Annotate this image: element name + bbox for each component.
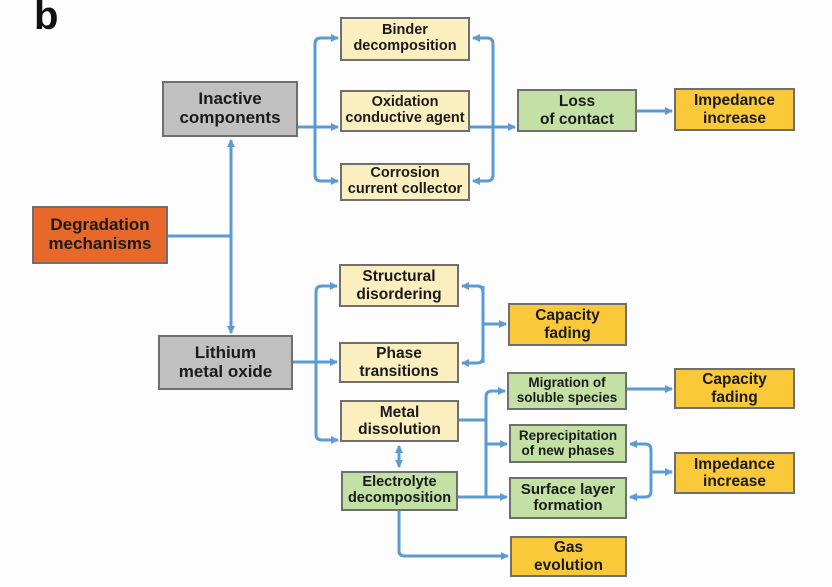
node-label-line2: metal oxide (178, 361, 273, 381)
node-label-line1: Impedance (694, 455, 775, 473)
connector-lithium-metal (314, 362, 339, 444)
node-label-line1: Capacity (535, 307, 600, 325)
node-phase-transitions: Phase transitions (339, 342, 459, 383)
connector-reprecipitation-arrow (629, 440, 653, 451)
node-structural-disordering: Structural disordering (339, 264, 459, 307)
node-label-line1: Capacity (702, 371, 767, 389)
connector-to-migration (484, 387, 506, 398)
node-label-line1: Structural (362, 268, 436, 286)
node-impedance-increase-bottom: Impedance increase (674, 452, 795, 494)
node-label-line1: Binder (382, 22, 428, 39)
connector-surface-arrow (629, 490, 653, 501)
connector-inactive-binder (313, 34, 339, 127)
node-label-line1: Loss (558, 93, 596, 111)
panel-label: b (34, 0, 59, 38)
node-surface-layer-formation: Surface layer formation (509, 477, 627, 519)
node-label-line2: increase (703, 109, 766, 127)
node-label-line1: Reprecipitation (518, 427, 618, 443)
node-label-line2: components (179, 108, 281, 127)
node-label-line1: Gas (553, 539, 584, 557)
node-label-line1: Lithium (194, 342, 257, 362)
node-metal-dissolution: Metal dissolution (340, 400, 459, 442)
connector-corrosion-loss (472, 127, 495, 185)
node-label-line1: Inactive (198, 89, 262, 109)
node-label-line2: decomposition (347, 490, 452, 506)
node-label-line2: decomposition (353, 38, 457, 54)
node-label-line1: Phase (376, 345, 422, 363)
node-reprecipitation-new-phases: Reprecipitation of new phases (509, 424, 627, 463)
node-capacity-fading-right: Capacity fading (674, 368, 795, 409)
node-label-line1: Impedance (694, 92, 775, 110)
node-lithium-metal-oxide: Lithium metal oxide (158, 335, 293, 390)
node-label-line1: Metal (379, 403, 420, 421)
connector-inactive-corrosion (313, 127, 339, 185)
node-electrolyte-decomposition: Electrolyte decomposition (341, 471, 458, 511)
node-label-line2: of new phases (521, 442, 615, 458)
connector-structural-arrow (461, 282, 485, 293)
node-label-line2: fading (711, 388, 758, 406)
node-label-line2: evolution (534, 556, 603, 574)
node-label-line2: disordering (356, 285, 442, 303)
node-label-line2: increase (703, 473, 766, 490)
connector-electrolyte-gas (397, 511, 509, 560)
node-label-line1: Electrolyte (362, 474, 437, 491)
node-label-line1: Degradation (50, 215, 150, 235)
node-oxidation-conductive-agent: Oxidation conductive agent (340, 90, 470, 132)
node-label-line2: of contact (539, 110, 615, 128)
node-label-line2: formation (533, 497, 603, 514)
connector-binder-loss (472, 34, 495, 127)
node-label-line2: fading (544, 324, 591, 342)
node-degradation-mechanisms: Degradation mechanisms (32, 206, 168, 264)
connector-phase-arrow (461, 356, 485, 367)
node-label-line2: soluble species (516, 390, 618, 405)
node-label-line2: dissolution (358, 421, 441, 438)
node-label-line1: Oxidation (371, 94, 439, 111)
node-corrosion-current-collector: Corrosion current collector (340, 163, 470, 201)
node-label-line2: transitions (359, 362, 439, 380)
node-label-line1: Corrosion (370, 165, 440, 182)
node-migration-soluble-species: Migration of soluble species (507, 372, 627, 410)
node-label-line1: Migration of (528, 375, 606, 391)
node-binder-decomposition: Binder decomposition (340, 17, 470, 61)
connector-lithium-structural (314, 282, 338, 362)
node-label-line2: conductive agent (345, 110, 465, 126)
node-capacity-fading-mid: Capacity fading (508, 303, 627, 346)
node-gas-evolution: Gas evolution (510, 536, 627, 577)
node-label-line1: Surface layer (520, 480, 616, 498)
node-label-line2: mechanisms (48, 234, 152, 253)
node-inactive-components: Inactive components (162, 81, 298, 137)
node-loss-of-contact: Loss of contact (517, 89, 637, 132)
node-impedance-increase-top: Impedance increase (674, 88, 795, 131)
node-label-line2: current collector (347, 181, 463, 197)
